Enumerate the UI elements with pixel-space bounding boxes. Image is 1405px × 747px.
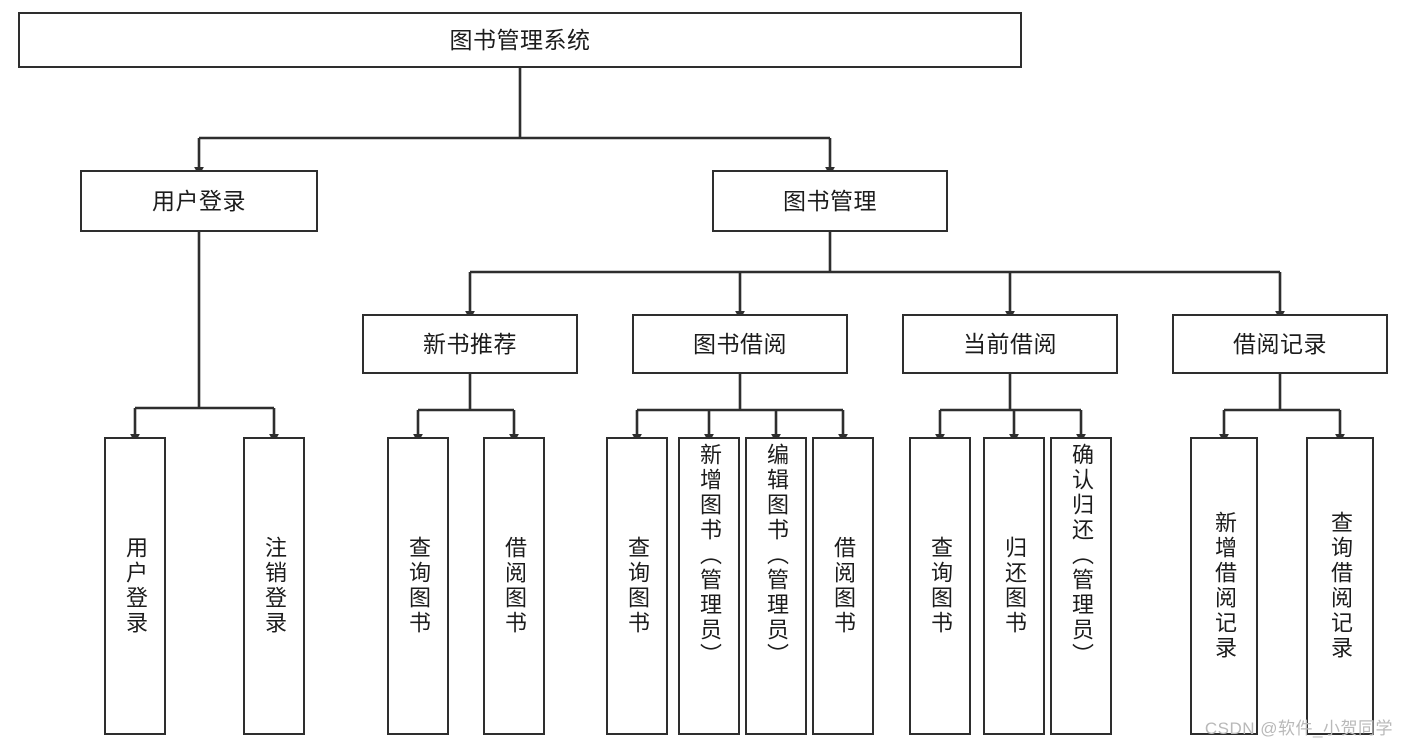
leaf-node-2[interactable]: 查询图书: [387, 437, 449, 735]
node-label: 借阅记录: [1233, 330, 1327, 357]
leaf-node-0[interactable]: 用户登录: [104, 437, 166, 735]
node-label: 借阅图书: [502, 536, 527, 636]
leaf-node-5[interactable]: 新增图书（管理员）: [678, 437, 740, 735]
node-label: 新增图书（管理员）: [697, 443, 722, 668]
node-label: 当前借阅: [963, 330, 1057, 357]
level3-node-1[interactable]: 图书借阅: [632, 314, 848, 374]
node-label: 图书借阅: [693, 330, 787, 357]
leaf-node-6[interactable]: 编辑图书（管理员）: [745, 437, 807, 735]
node-label: 用户登录: [152, 187, 246, 214]
level2-node-1[interactable]: 图书管理: [712, 170, 948, 232]
node-label: 查询图书: [928, 536, 953, 636]
node-label: 借阅图书: [831, 536, 856, 636]
leaf-node-11[interactable]: 新增借阅记录: [1190, 437, 1258, 735]
leaf-node-10[interactable]: 确认归还（管理员）: [1050, 437, 1112, 735]
leaf-node-1[interactable]: 注销登录: [243, 437, 305, 735]
leaf-node-8[interactable]: 查询图书: [909, 437, 971, 735]
node-label: 新书推荐: [423, 330, 517, 357]
leaf-node-12[interactable]: 查询借阅记录: [1306, 437, 1374, 735]
level3-node-0[interactable]: 新书推荐: [362, 314, 578, 374]
node-label: 新增借阅记录: [1212, 511, 1237, 661]
leaf-node-9[interactable]: 归还图书: [983, 437, 1045, 735]
node-label: 归还图书: [1002, 536, 1027, 636]
csdn-watermark: CSDN @软件_小贺同学: [1204, 719, 1393, 738]
level3-node-3[interactable]: 借阅记录: [1172, 314, 1388, 374]
node-label: 查询图书: [625, 536, 650, 636]
leaf-node-4[interactable]: 查询图书: [606, 437, 668, 735]
node-label: 注销登录: [262, 536, 287, 636]
node-label: 图书管理系统: [449, 26, 591, 53]
node-label: 用户登录: [123, 536, 148, 636]
leaf-node-3[interactable]: 借阅图书: [483, 437, 545, 735]
node-label: 查询图书: [406, 536, 431, 636]
level3-node-2[interactable]: 当前借阅: [902, 314, 1118, 374]
level2-node-0[interactable]: 用户登录: [80, 170, 318, 232]
node-label: 编辑图书（管理员）: [764, 443, 789, 668]
node-label: 确认归还（管理员）: [1069, 443, 1094, 668]
node-label: 图书管理: [783, 187, 877, 214]
root-node-0[interactable]: 图书管理系统: [18, 12, 1022, 68]
node-label: 查询借阅记录: [1328, 511, 1353, 661]
leaf-node-7[interactable]: 借阅图书: [812, 437, 874, 735]
